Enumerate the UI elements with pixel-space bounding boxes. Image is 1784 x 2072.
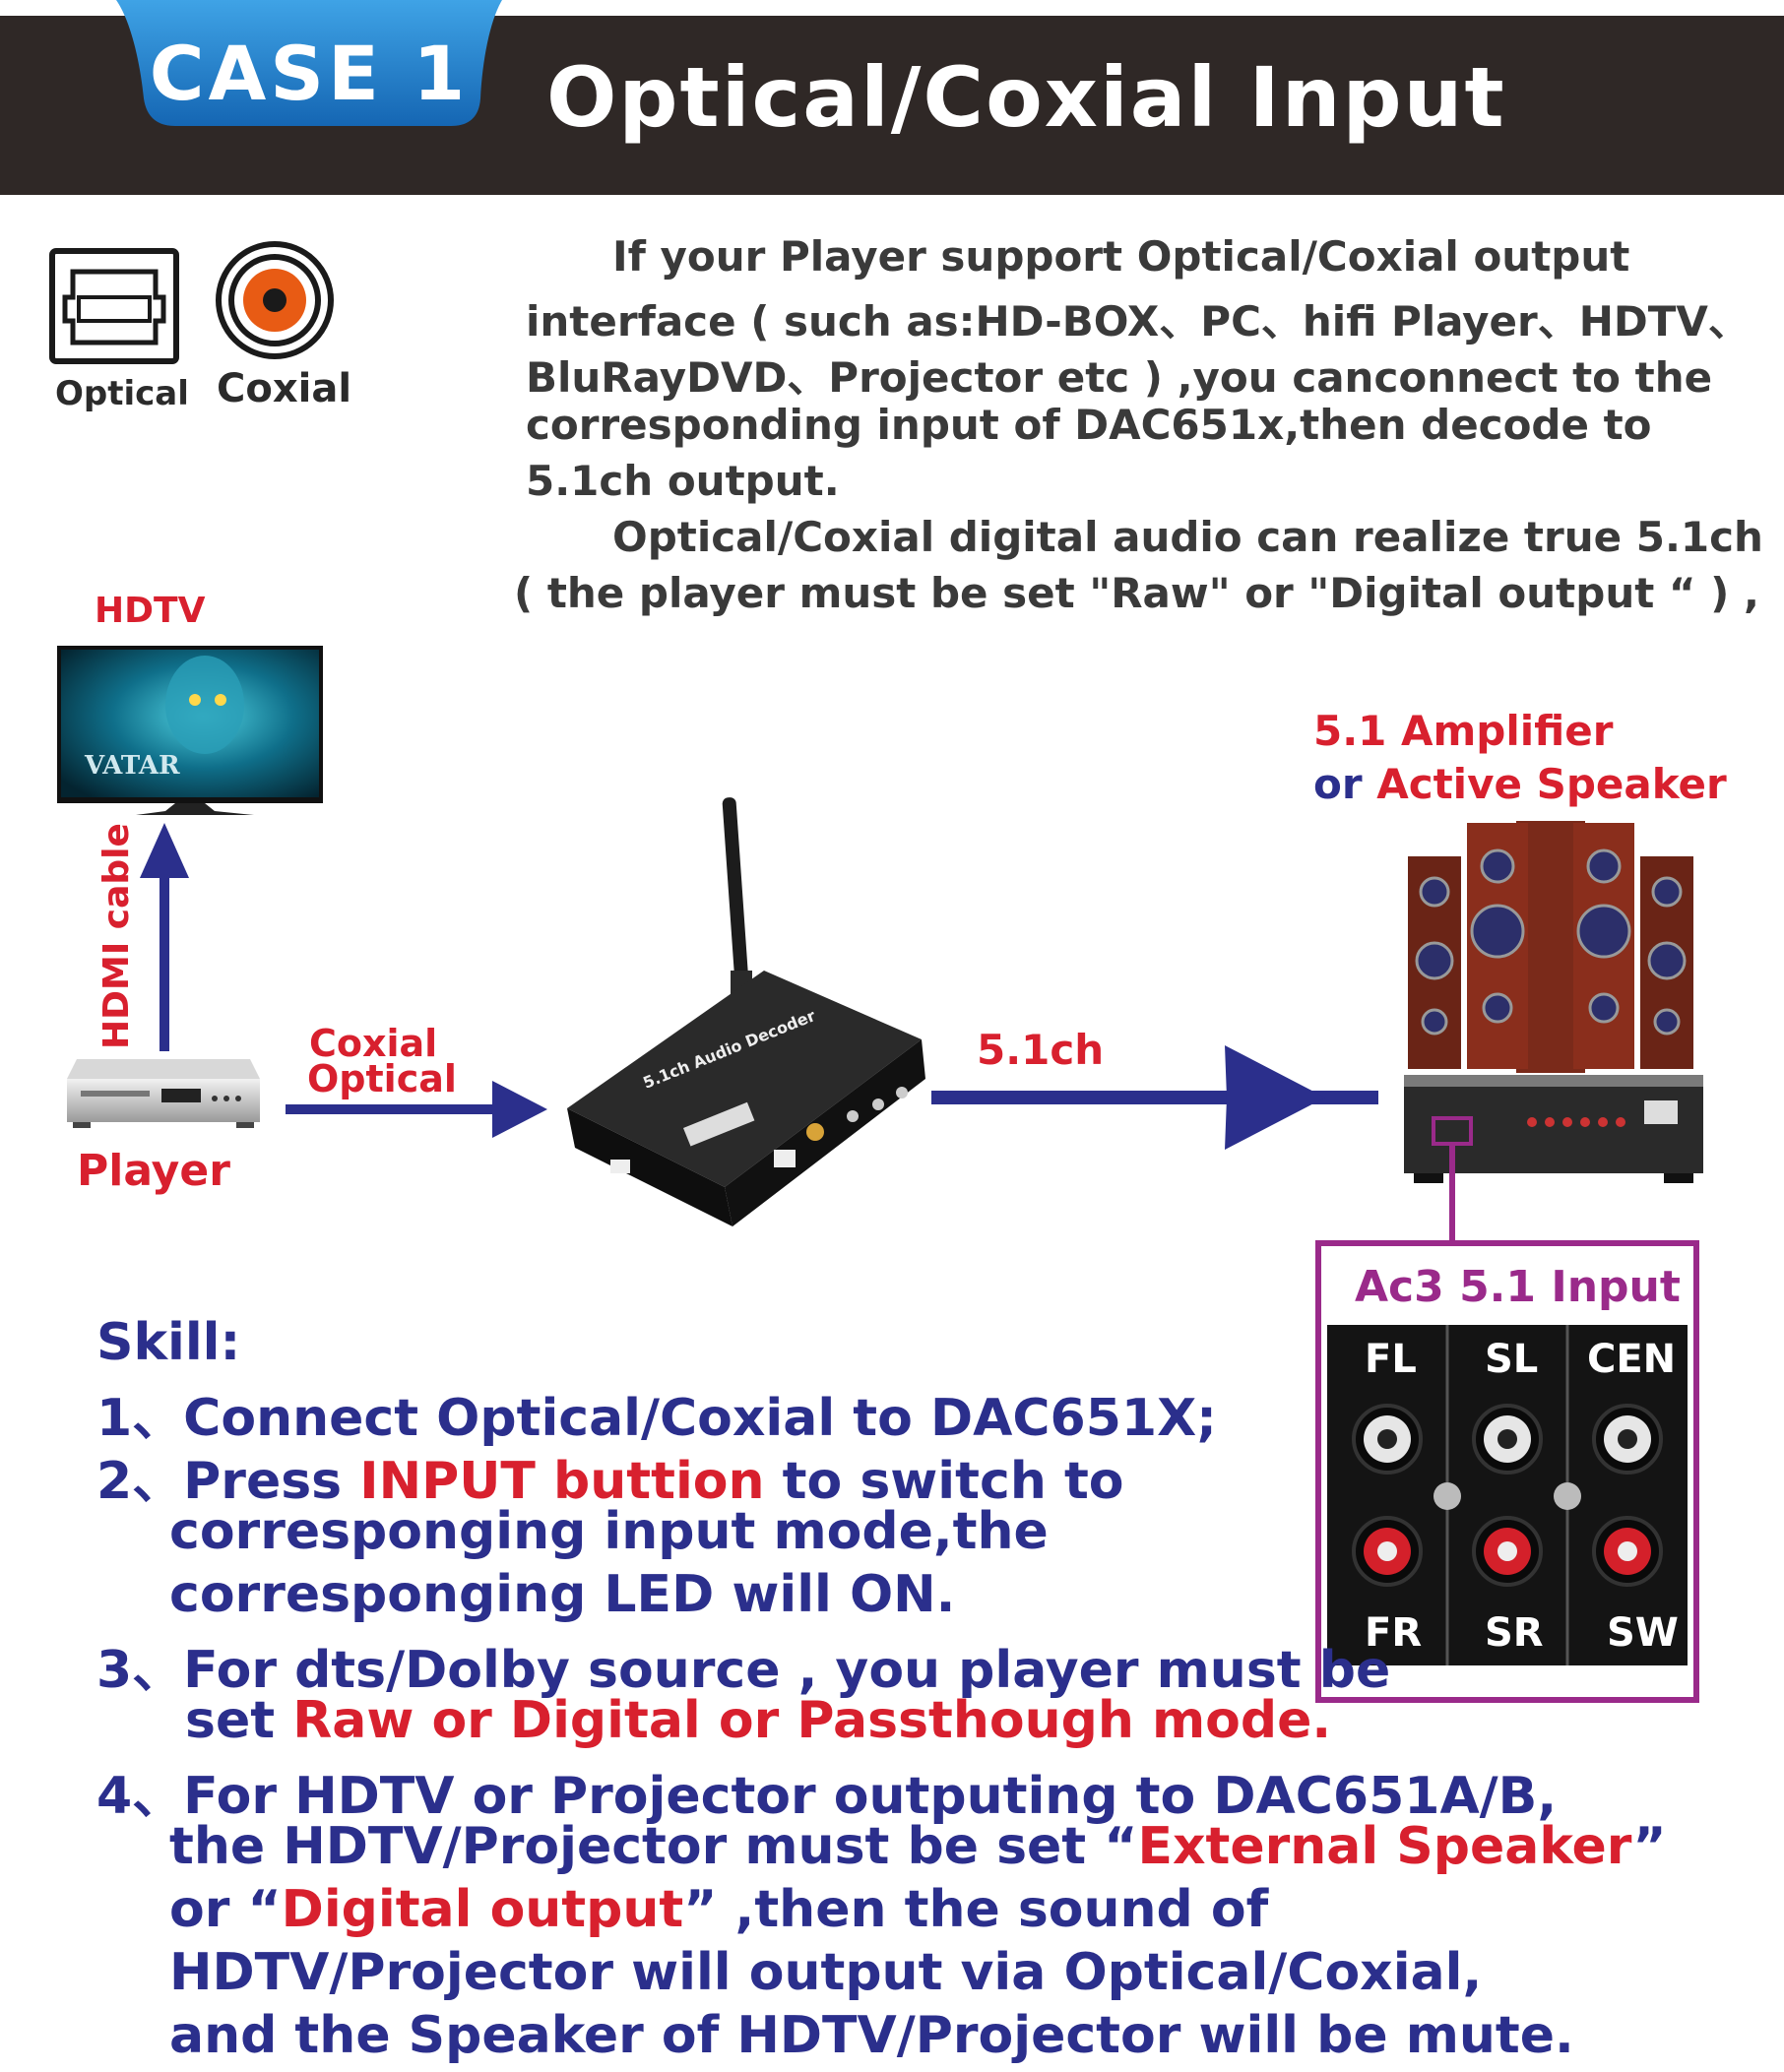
- case-label: CASE 1: [149, 30, 470, 117]
- audio-decoder-icon: 5.1ch Audio Decoder: [567, 797, 925, 1226]
- output-label: 5.1ch: [977, 1026, 1105, 1074]
- step2-highlight: INPUT buttion: [359, 1452, 765, 1511]
- skill-step-2-line-2: corresponging input mode,the: [169, 1502, 1049, 1561]
- player-label: Player: [77, 1146, 230, 1196]
- intro-line: Optical/Coxial digital audio can realize…: [612, 513, 1763, 561]
- step2-suffix: to switch to: [764, 1452, 1124, 1511]
- coaxial-port-icon: [216, 241, 334, 359]
- step4-highlight-2: Digital output: [281, 1880, 684, 1939]
- input-arrow: [286, 1081, 547, 1138]
- connector-line: [1449, 1142, 1455, 1242]
- hdtv-icon: VATAR: [57, 646, 323, 815]
- channel-sl: SL: [1485, 1337, 1539, 1382]
- step4-or: or “: [169, 1880, 282, 1939]
- skill-step-2: 2、Press INPUT buttion to switch to: [96, 1439, 1124, 1513]
- step4-prefix: the HDTV/Projector must be set “: [169, 1817, 1138, 1876]
- ac3-panel: FL SL CEN FR SR SW: [1327, 1325, 1688, 1665]
- skill-step-2-line-3: corresponging LED will ON.: [169, 1565, 956, 1624]
- input-label-optical: Optical: [307, 1057, 457, 1100]
- step3-prefix: set: [185, 1691, 293, 1750]
- skill-step-3-line-2: set Raw or Digital or Passthough mode.: [185, 1691, 1331, 1750]
- intro-line: If your Player support Optical/Coxial ou…: [612, 232, 1630, 281]
- channel-fl: FL: [1365, 1337, 1417, 1382]
- step4-then: ” ,then the sound of: [683, 1880, 1269, 1939]
- amp-or-text: or: [1313, 760, 1377, 808]
- intro-line: 5.1ch output.: [526, 457, 840, 505]
- step3-highlight: Raw or Digital or Passthough mode.: [292, 1691, 1332, 1750]
- skill-step-4-line-3: or “Digital output” ,then the sound of: [169, 1880, 1268, 1939]
- tv-screen-text: VATAR: [84, 751, 180, 781]
- player-icon: [67, 1059, 260, 1128]
- active-speaker-label: or Active Speaker: [1313, 760, 1727, 808]
- skill-step-3: 3、For dts/Dolby source , you player must…: [96, 1641, 1391, 1700]
- step2-prefix: 2、Press: [96, 1452, 360, 1511]
- speakers-icon: [1408, 821, 1693, 1073]
- input-label-coaxial: Coxial: [309, 1022, 438, 1065]
- hdmi-arrow: [140, 823, 189, 1051]
- amp-speaker-text: Active Speaker: [1376, 760, 1727, 808]
- channel-fr: FR: [1365, 1610, 1423, 1656]
- intro-line: ( the player must be set "Raw" or "Digit…: [514, 569, 1759, 617]
- hdtv-label: HDTV: [95, 591, 206, 631]
- amplifier-label: 5.1 Amplifier: [1313, 707, 1614, 755]
- skill-step-4: 4、For HDTV or Projector outputing to DAC…: [96, 1767, 1558, 1826]
- coaxial-label: Coxial: [217, 366, 352, 411]
- rca-jacks: [1352, 1325, 1663, 1665]
- hdmi-cable-label: HDMI cable: [96, 823, 137, 1049]
- optical-label: Optical: [55, 374, 189, 413]
- intro-line: corresponding input of DAC651x,then deco…: [526, 401, 1652, 449]
- skill-step-4-line-4: HDTV/Projector will output via Optical/C…: [169, 1943, 1483, 2002]
- intro-line: interface ( such as:HD-BOX、PC、hifi Playe…: [526, 297, 1750, 345]
- output-arrow: [931, 1045, 1378, 1150]
- channel-sw: SW: [1607, 1610, 1679, 1656]
- case-tab: [116, 0, 502, 126]
- ac3-title: Ac3 5.1 Input: [1355, 1262, 1681, 1312]
- intro-line: BluRayDVD、Projector etc ) ,you canconnec…: [526, 353, 1713, 402]
- step4-highlight-1: External Speaker: [1137, 1817, 1633, 1876]
- page-title: Optical/Coxial Input: [546, 49, 1506, 146]
- optical-port-icon: [49, 248, 179, 364]
- channel-cen: CEN: [1587, 1337, 1677, 1382]
- skill-step-1: 1、Connect Optical/Coxial to DAC651X;: [96, 1389, 1217, 1448]
- skill-step-4-line-2: the HDTV/Projector must be set “External…: [169, 1817, 1667, 1876]
- skill-title: Skill:: [96, 1313, 241, 1372]
- channel-sr: SR: [1485, 1610, 1544, 1656]
- step4-quote: ”: [1632, 1817, 1667, 1876]
- skill-step-4-line-5: and the Speaker of HDTV/Projector will b…: [169, 2006, 1574, 2065]
